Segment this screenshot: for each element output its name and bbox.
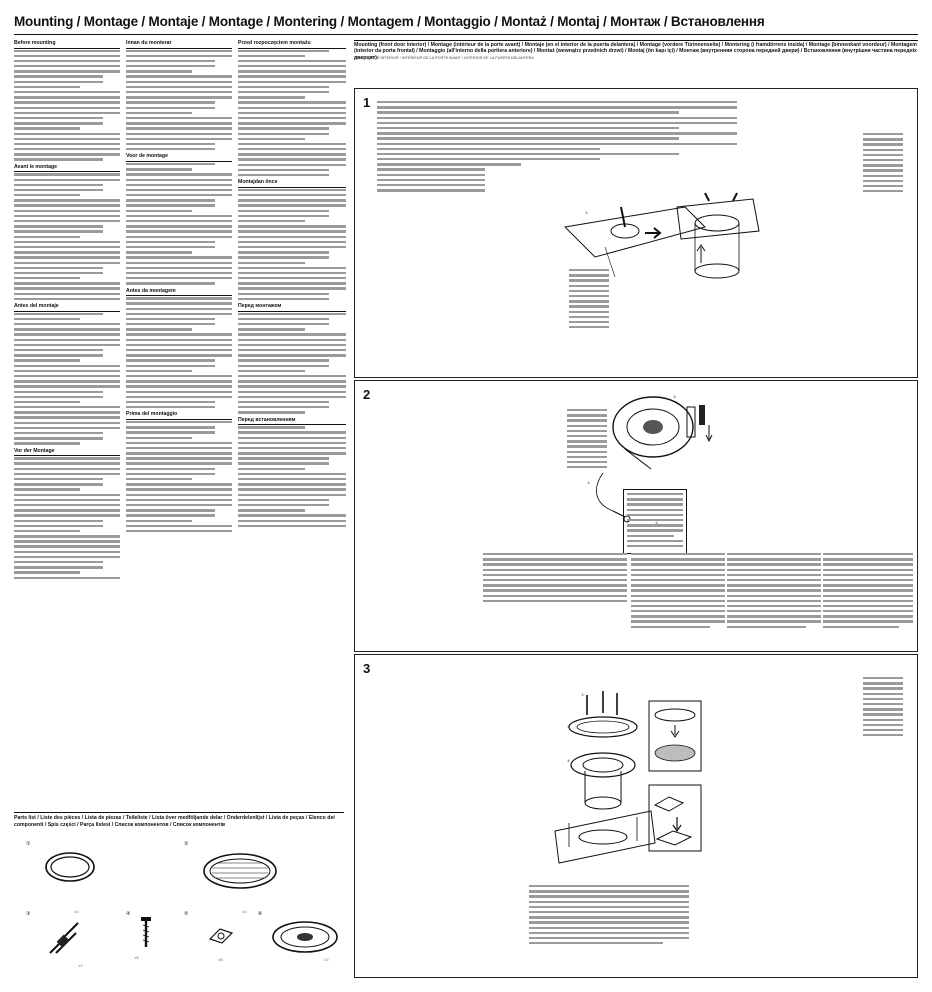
step-3-panel: 3 ④ ⑤ ⑥: [354, 654, 918, 978]
callout-marker: ④: [581, 693, 585, 697]
section-body: [126, 420, 232, 533]
connecting-cord-icon: [49, 922, 79, 954]
part-quantity: ×2: [324, 957, 329, 962]
section-heading: Voor de montage: [126, 153, 232, 162]
step-1-caption-list: [569, 269, 609, 331]
section-heading: Antes del montaje: [14, 303, 120, 312]
step-2-note-box: [623, 489, 687, 555]
step-1-door-cutout-illustration: [676, 192, 760, 279]
mounting-section-header: Mounting (front door interior) / Montage…: [354, 40, 918, 61]
part-number: ⑥: [258, 911, 263, 917]
step-number: 1: [363, 95, 371, 110]
parts-list: ① ×2 ② ×2 ③ ×2 ④: [14, 835, 344, 975]
step-1-door-drill-illustration: [563, 206, 706, 278]
part-quantity: ×2: [242, 909, 247, 914]
part-number: ⑤: [184, 911, 189, 917]
speaker-unit-icon: [272, 921, 338, 953]
section-heading: Перед встановленням: [238, 417, 346, 426]
step-3-nut-detail-illustration: [648, 784, 702, 852]
section-heading: Avant le montage: [14, 164, 120, 173]
step-2-notes-col-4: [727, 553, 821, 631]
section-body: [238, 49, 346, 177]
step-2-speaker-wiring-illustration: [612, 396, 694, 470]
step-2-notes-col-2: [555, 553, 627, 605]
section-body: [238, 426, 346, 528]
step-number: 2: [363, 387, 371, 402]
section-heading: Montajdan önce: [238, 179, 346, 188]
callout-marker: ③: [673, 395, 677, 399]
section-body: [14, 49, 120, 161]
step-2-notes-col-3: [631, 553, 725, 631]
section-body: [126, 162, 232, 285]
callout-marker: ④: [587, 481, 591, 485]
section-heading: Przed rozpoczęciem montażu: [238, 40, 346, 49]
section-heading: Antes da montagem: [126, 288, 232, 297]
section-heading: Before mounting: [14, 40, 120, 49]
mounting-subheader: FRONT DOOR INTERIOR / INTÉRIEUR DE LA PO…: [354, 56, 534, 60]
parts-list-title: Parts list / Liste des pièces / Lista de…: [14, 812, 344, 828]
step-2-panel: 2 ③ ④ ⑤: [354, 380, 918, 652]
page-title: Mounting / Montage / Montaje / Montage /…: [14, 14, 765, 29]
callout-marker: ②: [707, 197, 711, 201]
step-3-grille-detail-illustration: [648, 700, 702, 772]
part-quantity: ×2: [74, 909, 79, 914]
step-2-notes-col-1: [483, 553, 555, 605]
step-1-language-list: [863, 133, 903, 195]
section-body: [14, 312, 120, 445]
step-3-notes: [529, 885, 689, 947]
callout-marker: ⑥: [567, 759, 571, 763]
section-heading: Перед монтажом: [238, 303, 346, 312]
gasket-ring-icon: [45, 852, 95, 882]
part-quantity: ×8: [218, 957, 223, 962]
callout-marker: ①: [585, 211, 589, 215]
title-rule: [14, 34, 918, 35]
section-body: [14, 173, 120, 301]
step-3-language-list: [863, 677, 903, 739]
part-number: ③: [26, 911, 31, 917]
section-body: [126, 297, 232, 409]
section-heading: Innan du monterar: [126, 40, 232, 49]
step-1-text: [377, 101, 737, 194]
part-quantity: ×2: [78, 963, 83, 968]
speaker-grille-icon: [203, 853, 277, 889]
step-number: 3: [363, 661, 371, 676]
screw-icon: [141, 917, 151, 947]
part-number: ④: [126, 911, 131, 917]
step-3-exploded-assembly-illustration: [554, 691, 656, 864]
step-2-connector-detail-illustration: [686, 405, 713, 443]
part-number: ②: [184, 841, 189, 847]
section-heading: Vor der Montage: [14, 448, 120, 457]
step-2-notes-col-5: [823, 553, 913, 631]
step-1-panel: 1 ① ②: [354, 88, 918, 378]
step-2-caption-list: [567, 409, 607, 471]
section-body: [14, 457, 120, 579]
spring-nut-icon: [208, 928, 234, 944]
callout-marker: ⑤: [655, 521, 659, 525]
arrow-right-icon: [645, 227, 662, 239]
section-body: [238, 312, 346, 414]
callout-marker: ⑤: [567, 725, 571, 729]
part-quantity: ×8: [134, 955, 139, 960]
part-number: ①: [26, 841, 31, 847]
section-body: [126, 49, 232, 151]
section-heading: Prima del montaggio: [126, 411, 232, 420]
section-body: [238, 188, 346, 301]
